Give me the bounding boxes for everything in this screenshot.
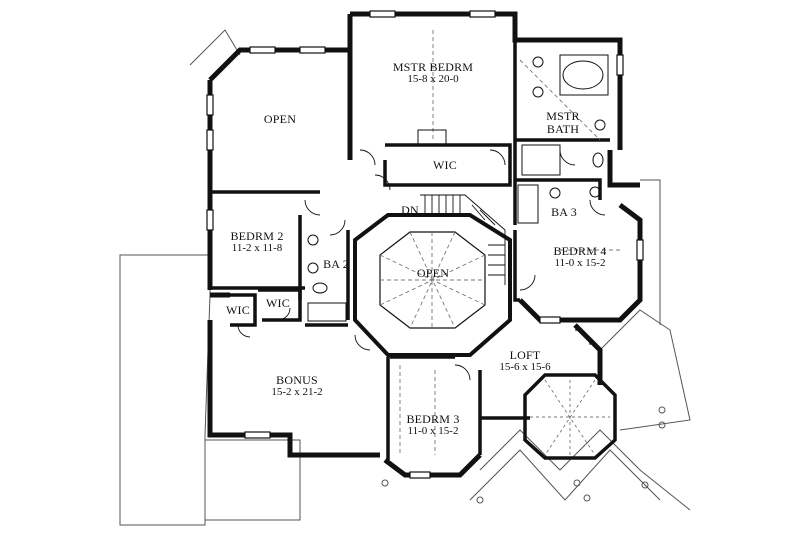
windows [206, 10, 644, 479]
room-dims: 15-8 x 20-0 [407, 72, 459, 85]
room-name: WIC [226, 303, 250, 317]
room-name: BA 3 [551, 205, 577, 219]
stairs [420, 194, 506, 285]
central-octagon [353, 213, 512, 357]
toilet-icon [592, 152, 604, 168]
wall-loft-right [573, 323, 603, 385]
dashed-ceiling-lines [399, 30, 620, 455]
room-label-master-bedroom: MSTR BEDRM 15-8 x 20-0 [383, 61, 483, 85]
roof-lower-mid [469, 449, 661, 501]
room-dims: 15-6 x 15-6 [499, 360, 551, 373]
room-label-master-bath: MSTR BATH [533, 110, 593, 135]
room-dims: 11-0 x 15-2 [554, 256, 606, 269]
room-dims: 15-2 x 21-2 [271, 385, 323, 398]
garage-roof-bottom [205, 439, 301, 521]
wall-bath-right [607, 150, 640, 188]
room-name-line1: MSTR [546, 109, 580, 123]
wall-wic-master [383, 143, 512, 187]
roof-right [599, 309, 691, 431]
fireplace-icon [417, 129, 447, 146]
room-name-line2: BATH [546, 121, 580, 136]
room-name: OPEN [416, 266, 450, 280]
loft-octagon-outer [523, 373, 617, 460]
room-name: BEDRM 3 [406, 412, 460, 426]
room-name: MSTR BEDRM [392, 60, 474, 74]
master-shower-icon [521, 144, 561, 176]
room-name: WIC [266, 296, 290, 310]
room-label-wic-master: WIC [425, 159, 465, 172]
fixtures [307, 54, 609, 322]
room-label-wic-left: WIC [222, 304, 254, 317]
wall-bonus-left [207, 320, 380, 458]
room-label-loft: LOFT 15-6 x 15-6 [490, 349, 560, 373]
room-name: BA 2 [323, 257, 349, 271]
door-swings [237, 149, 606, 381]
room-dims: 11-0 x 15-2 [407, 424, 459, 437]
wall-open-left [208, 47, 353, 160]
room-label-bedroom-2: BEDRM 2 11-2 x 11-8 [222, 230, 292, 254]
posts [381, 406, 666, 504]
roof-outlines [119, 29, 691, 526]
room-name: WIC [433, 158, 457, 172]
wall-bed4-right [518, 203, 643, 323]
roof-right-2 [640, 179, 661, 325]
room-label-ba-3: BA 3 [547, 206, 581, 219]
room-name: BEDRM 4 [553, 244, 607, 258]
room-label-open-upper: OPEN [250, 113, 310, 126]
stair-direction: DN [401, 203, 419, 217]
roof-lower-right [479, 429, 691, 511]
stair-label-dn: DN [398, 204, 422, 217]
room-label-bedroom-4: BEDRM 4 11-0 x 15-2 [545, 245, 615, 269]
room-name: BEDRM 2 [230, 229, 284, 243]
master-sink-icon [532, 56, 544, 68]
master-tub-icon [562, 60, 604, 90]
wall-wic-left [218, 293, 257, 327]
room-name: LOFT [509, 348, 541, 362]
room-label-ba-2: BA 2 [319, 258, 353, 271]
garage-roof-left [119, 254, 211, 526]
ba3-tub-icon [517, 184, 539, 224]
porch-roof [189, 29, 241, 66]
loft-octagon [523, 373, 617, 460]
room-label-bedroom-3: BEDRM 3 11-0 x 15-2 [398, 413, 468, 437]
octagon-outer [353, 213, 512, 357]
room-label-wic-right: WIC [262, 297, 294, 310]
room-dims: 11-2 x 11-8 [231, 241, 283, 254]
room-name: BONUS [276, 373, 318, 387]
wall-bed3 [383, 453, 482, 478]
exterior-walls [207, 11, 643, 478]
room-label-open-center: OPEN [410, 267, 456, 280]
room-label-bonus: BONUS 15-2 x 21-2 [262, 374, 332, 398]
wall-bed4-left [513, 230, 520, 302]
ba2-tub-icon [307, 302, 347, 322]
room-name: OPEN [263, 112, 297, 126]
